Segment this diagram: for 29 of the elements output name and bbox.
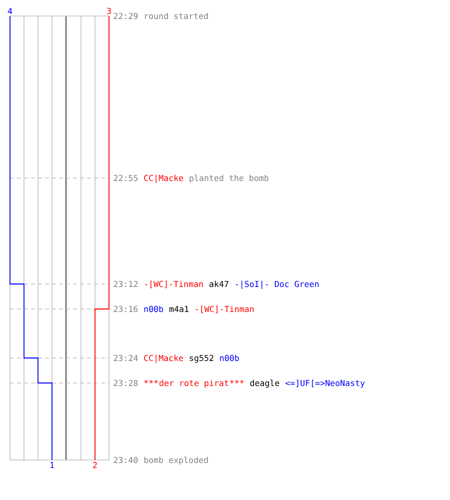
timestamp: 22:29 <box>114 12 138 20</box>
player-name: -|SoI|- Doc Green <box>236 280 319 289</box>
count-label: 1 <box>50 462 54 468</box>
count-label: 3 <box>107 8 111 14</box>
timestamp: 22:55 <box>114 174 138 182</box>
weapon-name: m4a1 <box>169 306 188 312</box>
player-name: *** <box>144 380 158 384</box>
player-name: -[WC]-Tinman <box>145 280 203 288</box>
player-name: -[WC]-Tinman <box>196 306 254 314</box>
player-name: CC|Macke <box>144 354 184 363</box>
weapon-name: deagle <box>250 380 280 388</box>
timestamp: 23:16 <box>114 306 138 312</box>
timestamp: 23:24 <box>114 354 138 362</box>
weapon-name: ak47 <box>209 280 228 288</box>
event-text: bomb exploded <box>144 456 208 465</box>
player-name: *** <box>230 380 244 384</box>
count-label: 4 <box>8 8 12 14</box>
event-text: planted the bomb <box>190 174 268 183</box>
event-text: round started <box>145 12 208 20</box>
timestamp: 23:12 <box>114 280 138 288</box>
weapon-name: sg552 <box>190 354 214 363</box>
timestamp: 23:28 <box>114 380 138 386</box>
player-name: n00b <box>144 306 164 312</box>
player-name: der rote pirat <box>159 380 228 388</box>
player-name: CC|Macke <box>144 174 184 183</box>
player-name: n00b <box>220 354 239 362</box>
count-label: 2 <box>93 462 97 468</box>
player-name: <=]UF[=>NeoNasty <box>285 380 365 388</box>
timestamp: 23:40 <box>114 456 138 464</box>
